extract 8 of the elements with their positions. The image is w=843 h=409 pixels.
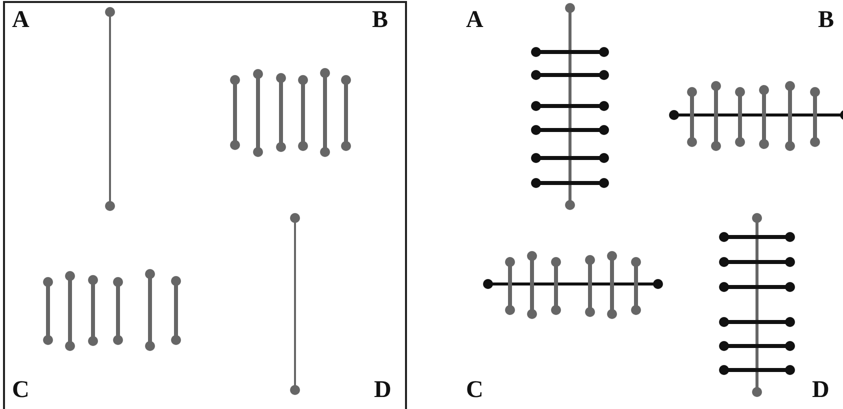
panel-letter: C bbox=[466, 378, 484, 402]
panel-letter: B bbox=[372, 8, 388, 32]
panel-letter: B bbox=[818, 8, 834, 32]
panel-letter: D bbox=[374, 378, 392, 402]
panel-letter: C bbox=[12, 378, 30, 402]
panel-letter: A bbox=[12, 8, 30, 32]
panel-letter: A bbox=[466, 8, 484, 32]
panel-letter: D bbox=[812, 378, 830, 402]
